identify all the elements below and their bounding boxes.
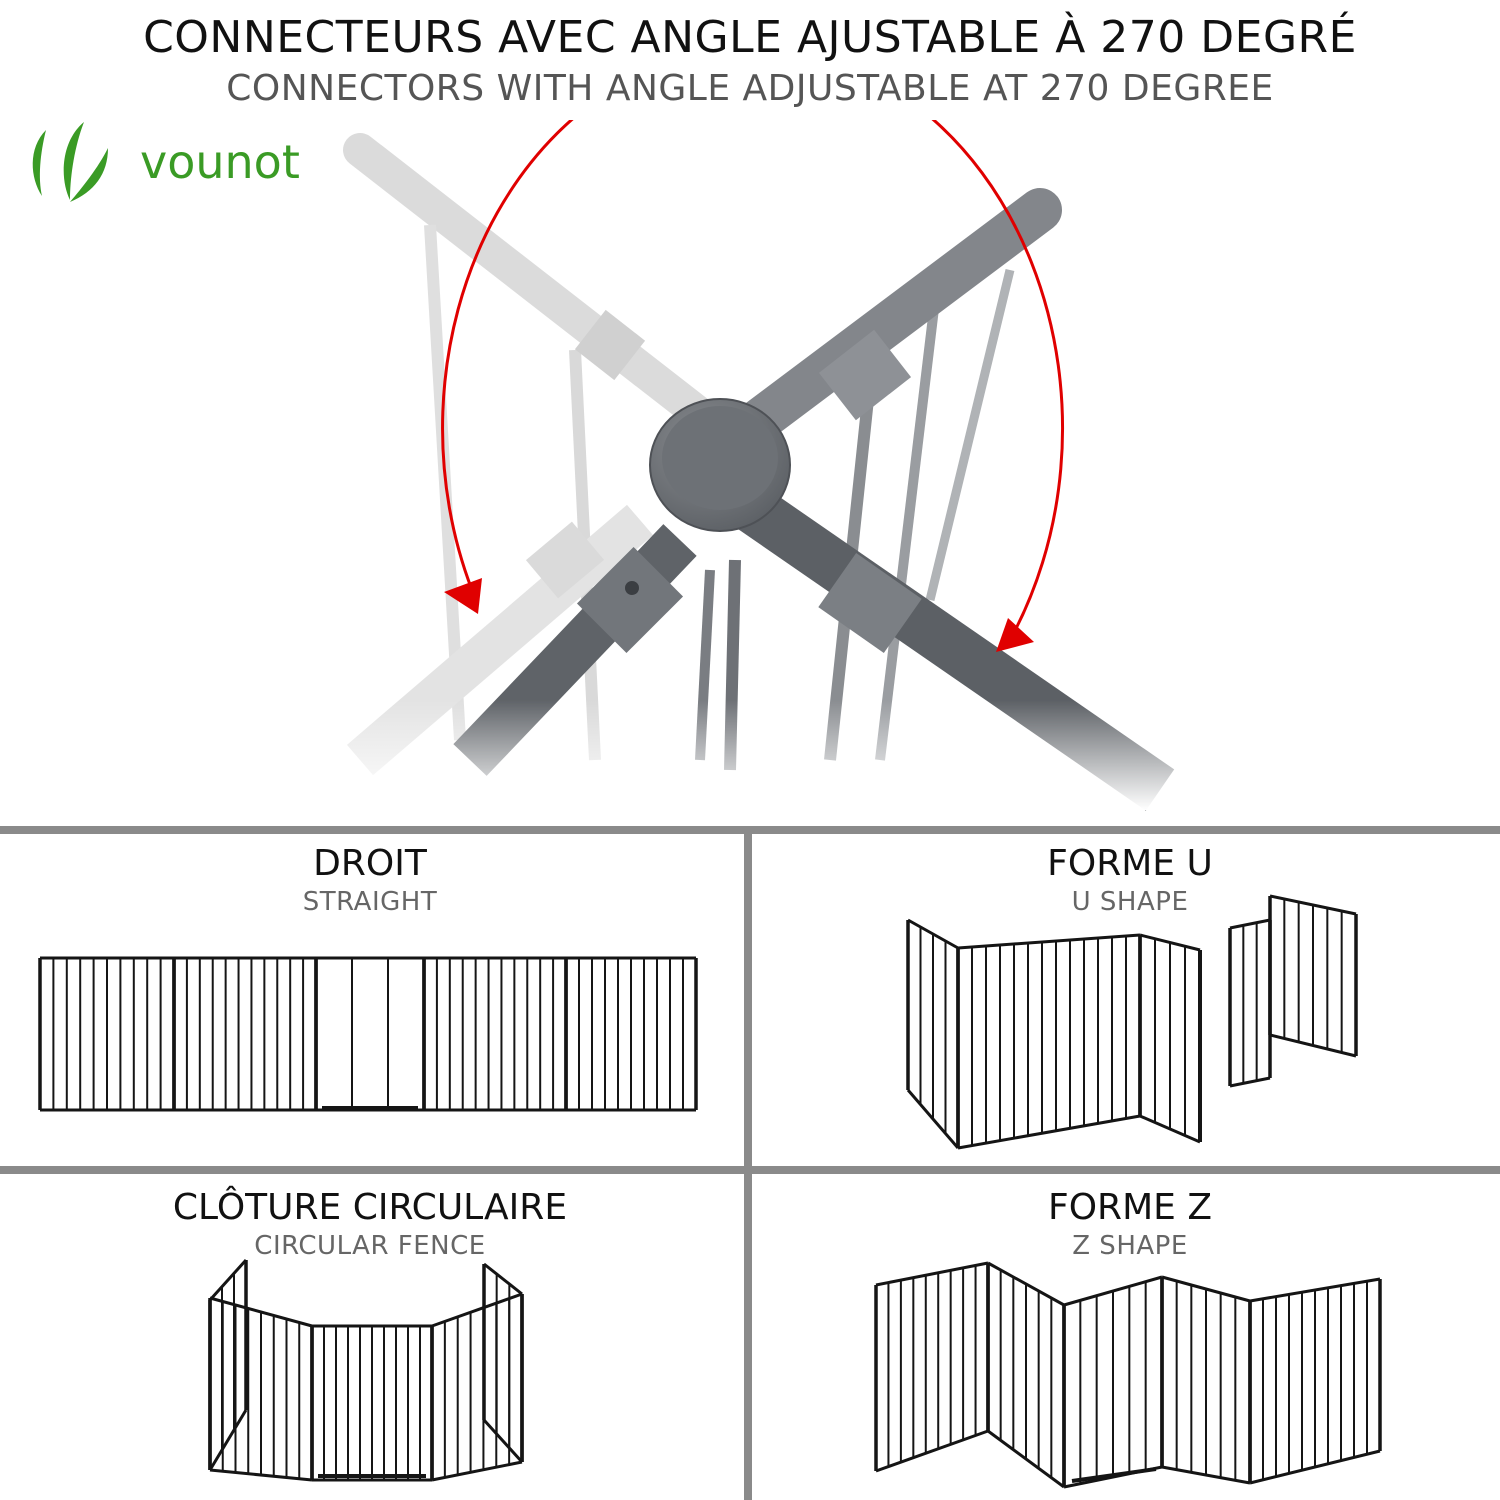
config-subtitle-circular: CIRCULAR FENCE: [254, 1231, 486, 1261]
circular-fence-icon: [208, 1258, 524, 1482]
config-subtitle-u-shape: U SHAPE: [1071, 887, 1189, 917]
config-title-u-shape: FORME U: [1047, 843, 1213, 884]
page-title-fr: CONNECTEURS AVEC ANGLE AJUSTABLE À 270 D…: [143, 12, 1357, 63]
straight-fence-icon: [38, 956, 698, 1112]
grid-vertical-divider: [744, 826, 752, 1500]
page-title-en: CONNECTORS WITH ANGLE ADJUSTABLE AT 270 …: [226, 68, 1274, 109]
connector-illustration: [300, 120, 1200, 811]
u-shape-fence-icon: [906, 894, 1358, 1150]
config-subtitle-z-shape: Z SHAPE: [1072, 1231, 1188, 1261]
right-fence-panel: [695, 268, 1015, 771]
rotation-arrow-icon: [441, 120, 1065, 652]
config-title-z-shape: FORME Z: [1048, 1187, 1212, 1228]
z-shape-fence-icon: [874, 1261, 1382, 1489]
config-subtitle-straight: STRAIGHT: [302, 887, 438, 917]
config-title-circular: CLÔTURE CIRCULAIRE: [172, 1187, 568, 1228]
config-title-straight: DROIT: [313, 843, 427, 884]
vounot-logo-icon: [32, 122, 108, 202]
brand-name: vounot: [140, 135, 300, 189]
